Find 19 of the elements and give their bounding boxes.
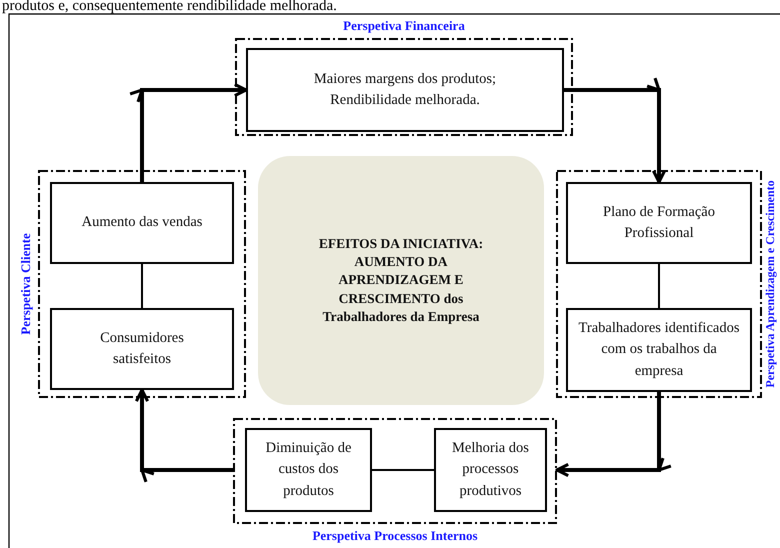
central-rounded-box: EFEITOS DA INICIATIVA: AUMENTO DA APRENDIZAGEM E CRESCIMENTO dos Trabalhadores da Empresa	[258, 156, 544, 405]
arrow	[130, 84, 246, 182]
process-box: Consumidores satisfeitos	[50, 308, 234, 390]
connector-line	[372, 469, 434, 471]
process-box: Plano de Formação Profissional	[566, 182, 752, 264]
arrow	[135, 390, 233, 482]
process-box: Diminuição de custos dos produtos	[245, 428, 372, 512]
perspective-heading: Perspetiva Aprendizagem e Crescimento	[763, 180, 777, 388]
arrow	[564, 78, 666, 182]
process-box: Maiores margens dos produtos; Rendibilidade melhorada.	[246, 48, 564, 132]
perspective-heading: Perspetiva Financeira	[342, 19, 466, 33]
perspective-heading: Perspetiva Processos Internos	[311, 529, 479, 543]
arrow	[556, 392, 672, 477]
connector-line	[141, 264, 143, 308]
connector-line	[658, 264, 660, 308]
perspective-heading: Perspetiva Cliente	[19, 233, 33, 335]
process-box: Trabalhadores identificados com os trabalhos da empresa	[566, 308, 752, 392]
process-box: Aumento das vendas	[50, 182, 234, 264]
process-box: Melhoria dos processos produtivos	[434, 428, 547, 512]
